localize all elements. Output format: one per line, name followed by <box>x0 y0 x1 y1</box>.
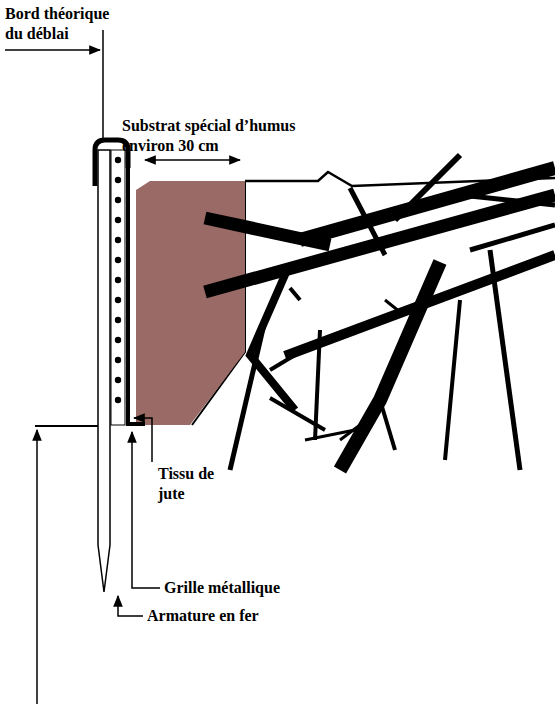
part-label: Armature en fer <box>147 606 347 626</box>
iron-stake <box>98 150 110 592</box>
jute-cloth <box>128 165 145 424</box>
grid-dot <box>115 397 121 403</box>
part-label: Bord théorique du déblai <box>5 4 130 44</box>
grid-dot <box>115 317 121 323</box>
part-label: Grille métallique <box>164 578 364 598</box>
grid-dot <box>115 237 121 243</box>
dimension-line <box>145 159 240 161</box>
grid-dot <box>115 337 121 343</box>
grid-dot <box>115 157 121 163</box>
part-label: Tissu de jute <box>158 464 230 504</box>
grid-dot <box>115 257 121 263</box>
leader-line <box>36 430 38 704</box>
grid-dot <box>115 197 121 203</box>
grid-dot <box>115 297 121 303</box>
metal-grid <box>111 150 125 425</box>
leader-line <box>5 49 100 51</box>
part-label: Substrat spécial d’humus environ 30 cm <box>122 116 327 156</box>
grid-dot <box>115 277 121 283</box>
grid-dots <box>115 157 121 403</box>
grid-dot <box>115 377 121 383</box>
roots <box>205 155 555 470</box>
grid-dot <box>115 357 121 363</box>
leader-line <box>134 418 152 462</box>
leader-line <box>132 432 160 588</box>
leader-line <box>118 596 143 616</box>
ground-line <box>35 425 100 427</box>
grid-dot <box>115 217 121 223</box>
edge-line <box>102 30 104 140</box>
grid-dot <box>115 177 121 183</box>
